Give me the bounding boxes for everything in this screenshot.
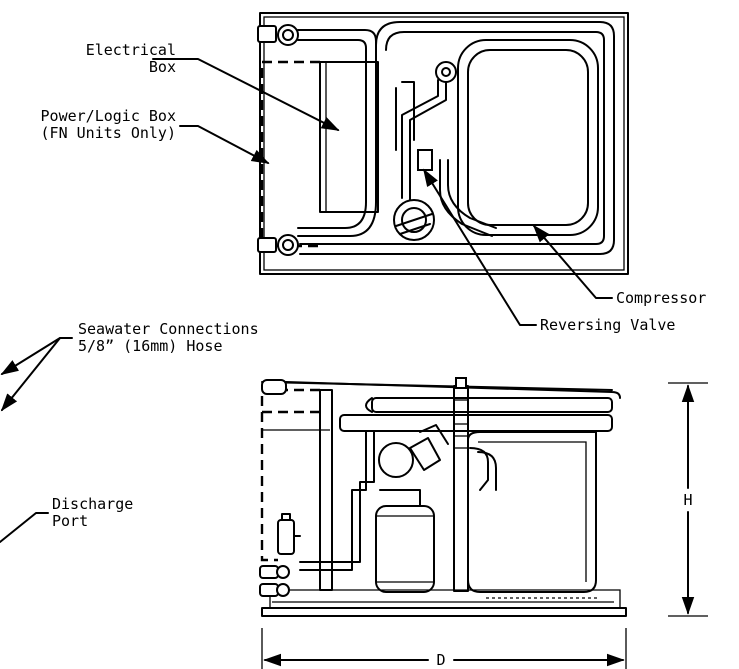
seawater-fittings xyxy=(259,565,290,597)
accumulator xyxy=(375,505,435,593)
coil-tube-lower xyxy=(339,414,613,432)
top-left-fitting xyxy=(261,379,287,395)
callout-seawater-connections: Seawater Connections 5/8” (16mm) Hose xyxy=(0,320,259,412)
discharge-fitting xyxy=(277,513,301,555)
discharge-port-label-line2: Port xyxy=(52,512,88,530)
electrical-box-outline xyxy=(319,61,379,213)
dimension-h: H xyxy=(668,382,708,617)
compressor-leader xyxy=(532,224,613,299)
top-view xyxy=(257,12,629,275)
callout-discharge-port: Discharge Port xyxy=(0,495,133,543)
compressor-side xyxy=(467,431,597,593)
side-electrical-box xyxy=(319,389,333,591)
power-logic-box-label-line2: (FN Units Only) xyxy=(41,124,176,142)
base-rail xyxy=(269,589,621,608)
vertical-support xyxy=(453,385,469,592)
seawater-leader-2 xyxy=(0,337,61,412)
callout-compressor: Compressor xyxy=(532,224,706,307)
left-pipe-outer xyxy=(299,431,367,571)
left-pipe-inner xyxy=(299,431,375,563)
coil-tube-upper xyxy=(371,397,613,413)
seawater-leader-1 xyxy=(0,337,73,375)
side-view xyxy=(259,377,627,617)
top-fitting-lower xyxy=(257,234,299,256)
electrical-box-label-line1: Electrical xyxy=(86,41,176,59)
compressor-top xyxy=(457,39,599,236)
valve-bulb xyxy=(378,442,414,478)
power-logic-box-leader xyxy=(179,125,270,164)
callout-power-logic-box: Power/Logic Box (FN Units Only) xyxy=(41,107,270,164)
tube-loop xyxy=(297,21,615,255)
coil-bend xyxy=(365,397,373,413)
power-logic-box-outline xyxy=(260,60,320,248)
discharge-port-leader xyxy=(0,512,49,543)
base-plate xyxy=(261,607,627,617)
seawater-connections-label-line1: Seawater Connections xyxy=(78,320,259,338)
top-fitting-upper xyxy=(257,24,299,46)
support-cap xyxy=(455,377,467,389)
discharge-port-label-line1: Discharge xyxy=(52,495,133,513)
callout-electrical-box: Electrical Box xyxy=(86,41,340,131)
electrical-box-leader xyxy=(152,58,340,131)
reversing-valve-leader xyxy=(423,168,537,326)
dimension-d: D xyxy=(261,628,627,669)
dimension-d-label: D xyxy=(436,651,445,669)
internal-plumbing xyxy=(393,61,497,241)
electrical-box-label-line2: Box xyxy=(149,58,176,76)
top-tube xyxy=(285,381,621,399)
dimension-h-label: H xyxy=(683,491,692,509)
seawater-connections-label-line2: 5/8” (16mm) Hose xyxy=(78,337,223,355)
compressor-label: Compressor xyxy=(616,289,706,307)
reversing-valve-label: Reversing Valve xyxy=(540,316,675,334)
callout-reversing-valve: Reversing Valve xyxy=(423,168,675,334)
reversing-valve-side xyxy=(409,437,441,471)
top-view-inner-frame xyxy=(263,16,625,271)
power-logic-box-label-line1: Power/Logic Box xyxy=(41,107,176,125)
top-view-outer-frame xyxy=(259,12,629,275)
